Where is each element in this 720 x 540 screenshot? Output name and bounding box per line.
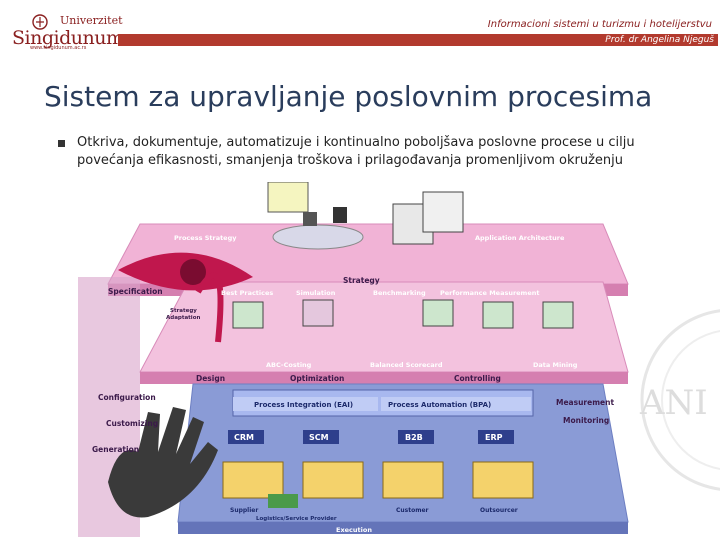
university-logo: Univerzitet Singidunum www.singidunum.ac… xyxy=(8,14,124,54)
bullet-text: Otkriva, dokumentuje, automatizuje i kon… xyxy=(77,135,635,168)
label-strategy: Strategy xyxy=(343,276,380,285)
monitor-icon xyxy=(482,301,514,329)
bullet-icon xyxy=(58,140,65,147)
label-strategy-adaptation-2: Adaptation xyxy=(166,315,200,321)
label-process-innovation: Process Innovation xyxy=(178,216,248,224)
label-process-strategy: Process Strategy xyxy=(174,234,237,242)
label-crm: CRM xyxy=(234,433,254,442)
label-logistics: Logistics/Service Provider xyxy=(256,516,337,522)
label-scm: SCM xyxy=(309,433,329,442)
label-design: Design xyxy=(196,374,225,383)
label-monitoring: Monitoring xyxy=(563,416,609,425)
label-benchmarking: Benchmarking xyxy=(373,289,426,297)
label-best-practices: Best Practices xyxy=(221,289,273,297)
partner-box xyxy=(302,461,364,499)
hand-icon xyxy=(108,407,218,518)
label-customer: Customer xyxy=(396,507,429,514)
label-balanced-scorecard: Balanced Scorecard xyxy=(370,361,443,369)
design-plane-edge xyxy=(140,372,628,384)
label-generation: Generation xyxy=(92,445,139,454)
bpa-bar xyxy=(381,397,531,411)
label-measurement: Measurement xyxy=(556,398,614,407)
scm-box xyxy=(303,430,339,444)
supplier-box xyxy=(222,461,284,499)
monitor-icon xyxy=(302,299,334,327)
label-optimization: Optimization xyxy=(290,374,344,383)
watermark-text: ANI xyxy=(639,383,708,423)
label-specification: Specification xyxy=(108,287,163,296)
label-application-architecture: Application Architecture xyxy=(475,234,565,242)
logo-url: www.singidunum.ac.rs xyxy=(30,45,87,51)
cycle-arrow-icon xyxy=(195,272,224,343)
eai-bar xyxy=(233,397,378,411)
outsourcer-box xyxy=(472,461,534,499)
b2b-box xyxy=(398,430,434,444)
header-bar xyxy=(118,34,718,46)
label-controlling: Controlling xyxy=(454,374,501,383)
truck-icon xyxy=(268,494,298,508)
erp-box xyxy=(478,430,514,444)
label-erp: ERP xyxy=(485,433,503,442)
monitor-icon xyxy=(422,299,454,327)
person-icon xyxy=(303,212,317,226)
label-configuration: Configuration xyxy=(98,393,156,402)
label-process-integration: Process Integration (EAI) xyxy=(254,401,353,409)
customer-box xyxy=(382,461,444,499)
label-performance-measurement: Performance Measurement xyxy=(440,289,539,297)
label-simulation: Simulation xyxy=(296,289,336,297)
course-title: Informacioni sistemi u turizmu i hotelij… xyxy=(487,19,712,30)
monitor-icon xyxy=(542,301,574,329)
label-abc-costing: ABC-Costing xyxy=(266,361,312,369)
crm-box xyxy=(228,430,264,444)
label-process-automation: Process Automation (BPA) xyxy=(388,401,491,409)
monitor-icon xyxy=(232,301,264,329)
label-customizing: Customizing xyxy=(106,419,158,428)
crest-icon xyxy=(32,14,48,30)
slide-title: Sistem za upravljanje poslovnim procesim… xyxy=(44,80,653,113)
author-name: Prof. dr Angelina Njeguš xyxy=(605,35,714,45)
label-strategy-adaptation-1: Strategy xyxy=(170,308,197,314)
eye-pupil-icon xyxy=(180,259,206,285)
watermark-seal: ANI xyxy=(639,309,720,491)
label-execution: Execution xyxy=(336,526,372,534)
label-data-mining: Data Mining xyxy=(533,361,578,369)
label-outsourcer: Outsourcer xyxy=(480,507,518,514)
logo-main-text: Singidunum xyxy=(12,27,124,49)
screen-icon xyxy=(422,191,464,233)
execution-plane-edge xyxy=(178,522,628,534)
label-b2b: B2B xyxy=(405,433,423,442)
person-icon xyxy=(333,207,347,223)
whiteboard-icon xyxy=(267,182,309,213)
meeting-table-icon xyxy=(272,224,364,250)
label-process-architecture: Process Architecture xyxy=(467,216,544,224)
label-supplier: Supplier xyxy=(230,507,258,514)
bpm-diagram: Process Innovation Process Strategy Proc… xyxy=(78,182,629,537)
logo-small-text: Univerzitet xyxy=(60,14,123,27)
